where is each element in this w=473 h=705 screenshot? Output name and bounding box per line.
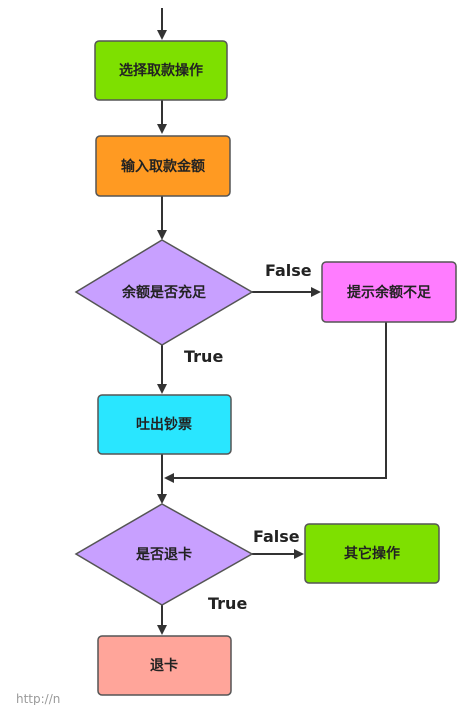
- node-insufficient: 提示余额不足: [321, 261, 457, 323]
- edge-label-exit-true: True: [208, 594, 247, 613]
- node-exit-card: 退卡: [97, 635, 232, 696]
- node-select-withdraw-label: 选择取款操作: [119, 62, 203, 79]
- node-dispense-cash-shape: [97, 394, 232, 455]
- node-balance-check-shape: [74, 239, 254, 346]
- node-balance-check-label: 余额是否充足: [121, 284, 207, 301]
- node-input-amount: 输入取款金额: [95, 135, 231, 197]
- node-insufficient-shape: [321, 261, 457, 323]
- node-select-withdraw-shape: [94, 40, 228, 101]
- node-insufficient-label: 提示余额不足: [347, 284, 432, 301]
- node-input-amount-shape: [95, 135, 231, 197]
- node-other-ops: 其它操作: [304, 523, 440, 584]
- node-dispense-cash-label: 吐出钞票: [136, 416, 192, 433]
- node-other-ops-label: 其它操作: [344, 545, 400, 562]
- node-exit-card-check-label: 是否退卡: [136, 546, 192, 563]
- node-input-amount-label: 输入取款金额: [121, 158, 205, 175]
- node-exit-card-check-shape: [74, 503, 254, 606]
- node-exit-card-check: 是否退卡: [74, 503, 254, 606]
- edge-insufficient-return: [164, 322, 387, 483]
- edge-label-balance-false: False: [265, 261, 312, 280]
- node-exit-card-label: 退卡: [150, 657, 178, 674]
- node-balance-check: 余额是否充足: [74, 239, 254, 346]
- node-exit-card-shape: [97, 635, 232, 696]
- edge-label-exit-false: False: [253, 527, 300, 546]
- node-select-withdraw: 选择取款操作: [94, 40, 228, 101]
- edge-label-balance-true: True: [184, 347, 223, 366]
- node-dispense-cash: 吐出钞票: [97, 394, 232, 455]
- watermark-text: http://n: [16, 692, 60, 705]
- node-other-ops-shape: [304, 523, 440, 584]
